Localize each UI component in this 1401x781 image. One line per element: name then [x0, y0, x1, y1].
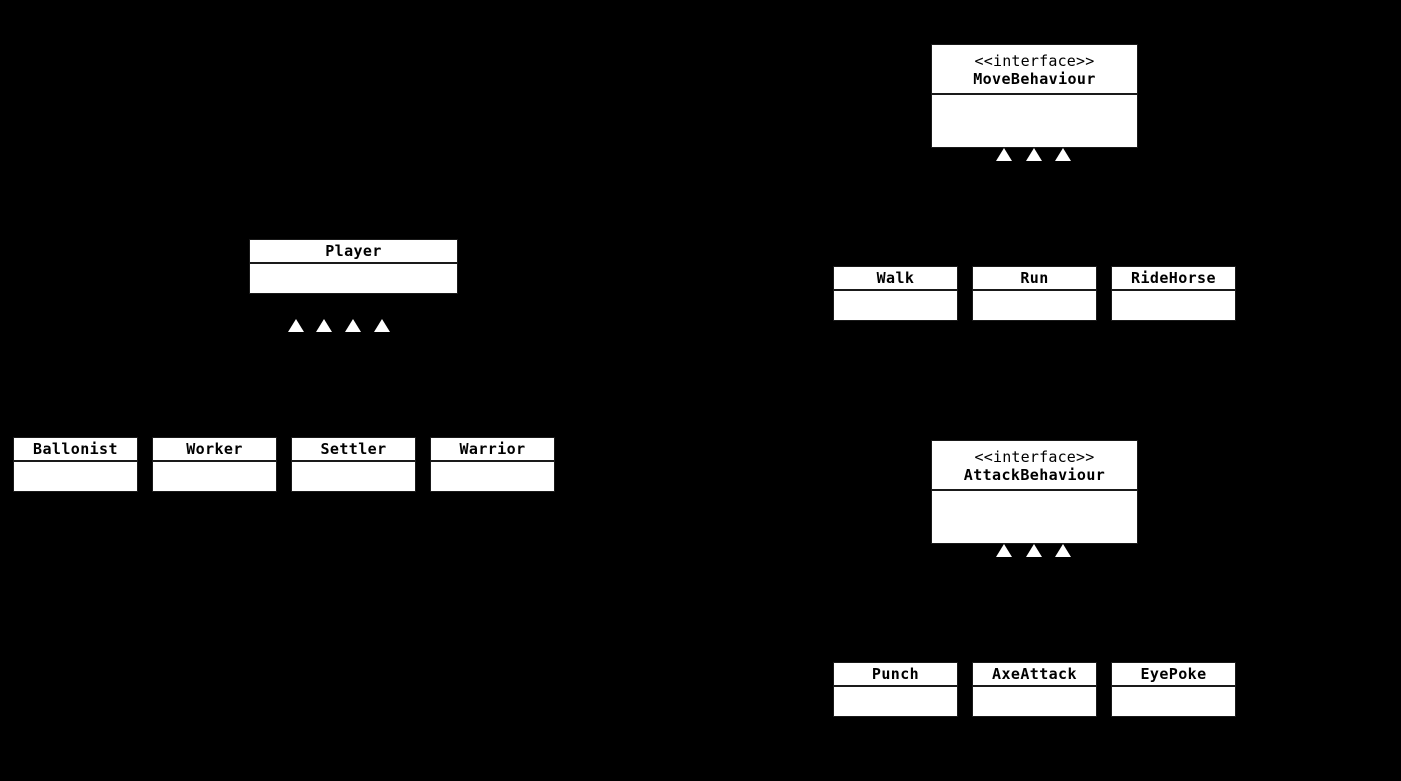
uml-class-members-attack-behaviour [932, 491, 1137, 543]
uml-class-header-axeattack: AxeAttack [973, 663, 1096, 687]
uml-class-name-ballonist: Ballonist [33, 439, 118, 458]
inheritance-arrowhead-icon [1026, 544, 1042, 557]
uml-class-header-run: Run [973, 267, 1096, 291]
inheritance-arrowhead-icon [996, 544, 1012, 557]
uml-class-name-move-behaviour: MoveBehaviour [973, 69, 1096, 88]
uml-class-header-warrior: Warrior [431, 438, 554, 462]
uml-class-name-run: Run [1020, 268, 1049, 287]
uml-class-header-ridehorse: RideHorse [1112, 267, 1235, 291]
uml-class-header-punch: Punch [834, 663, 957, 687]
uml-class-name-warrior: Warrior [459, 439, 526, 458]
uml-class-name-settler: Settler [320, 439, 387, 458]
uml-class-members-worker [153, 462, 276, 491]
inheritance-arrowhead-icon [288, 319, 304, 332]
uml-class-box-axeattack[interactable]: AxeAttack [972, 662, 1097, 717]
uml-class-members-ballonist [14, 462, 137, 491]
inheritance-arrowhead-icon [1026, 148, 1042, 161]
uml-class-header-settler: Settler [292, 438, 415, 462]
inheritance-arrowhead-icon [345, 319, 361, 332]
uml-class-members-ridehorse [1112, 291, 1235, 320]
inheritance-arrowhead-icon [996, 148, 1012, 161]
uml-class-header-walk: Walk [834, 267, 957, 291]
uml-class-box-run[interactable]: Run [972, 266, 1097, 321]
uml-class-box-ballonist[interactable]: Ballonist [13, 437, 138, 492]
uml-stereotype-move-behaviour: <<interface>> [974, 51, 1095, 70]
uml-class-members-punch [834, 687, 957, 716]
uml-class-name-walk: Walk [876, 268, 915, 287]
uml-class-box-settler[interactable]: Settler [291, 437, 416, 492]
uml-class-header-eyepoke: EyePoke [1112, 663, 1235, 687]
uml-class-box-warrior[interactable]: Warrior [430, 437, 555, 492]
uml-class-box-attack-behaviour[interactable]: <<interface>>AttackBehaviour [931, 440, 1138, 544]
inheritance-arrowhead-icon [1055, 148, 1071, 161]
uml-class-members-settler [292, 462, 415, 491]
uml-class-members-eyepoke [1112, 687, 1235, 716]
uml-class-members-player [250, 264, 457, 293]
inheritance-arrowhead-icon [316, 319, 332, 332]
uml-class-box-player[interactable]: Player [249, 239, 458, 294]
uml-class-box-eyepoke[interactable]: EyePoke [1111, 662, 1236, 717]
inheritance-arrowhead-icon [1055, 544, 1071, 557]
uml-class-box-punch[interactable]: Punch [833, 662, 958, 717]
uml-class-box-walk[interactable]: Walk [833, 266, 958, 321]
uml-class-box-worker[interactable]: Worker [152, 437, 277, 492]
uml-class-box-move-behaviour[interactable]: <<interface>>MoveBehaviour [931, 44, 1138, 148]
uml-stereotype-attack-behaviour: <<interface>> [974, 447, 1095, 466]
uml-class-members-walk [834, 291, 957, 320]
uml-class-header-attack-behaviour: <<interface>>AttackBehaviour [932, 441, 1137, 491]
uml-class-name-punch: Punch [871, 664, 920, 683]
uml-class-name-eyepoke: EyePoke [1140, 664, 1207, 683]
uml-class-name-player: Player [325, 241, 382, 260]
uml-class-header-move-behaviour: <<interface>>MoveBehaviour [932, 45, 1137, 95]
uml-class-name-worker: Worker [186, 439, 243, 458]
uml-class-name-ridehorse: RideHorse [1131, 268, 1216, 287]
uml-class-name-axeattack: AxeAttack [992, 664, 1077, 683]
uml-class-box-ridehorse[interactable]: RideHorse [1111, 266, 1236, 321]
uml-class-header-ballonist: Ballonist [14, 438, 137, 462]
uml-class-name-attack-behaviour: AttackBehaviour [963, 465, 1106, 484]
uml-class-members-run [973, 291, 1096, 320]
inheritance-arrowhead-icon [374, 319, 390, 332]
uml-class-members-move-behaviour [932, 95, 1137, 147]
uml-class-header-player: Player [250, 240, 457, 264]
uml-class-members-warrior [431, 462, 554, 491]
uml-class-members-axeattack [973, 687, 1096, 716]
uml-class-header-worker: Worker [153, 438, 276, 462]
